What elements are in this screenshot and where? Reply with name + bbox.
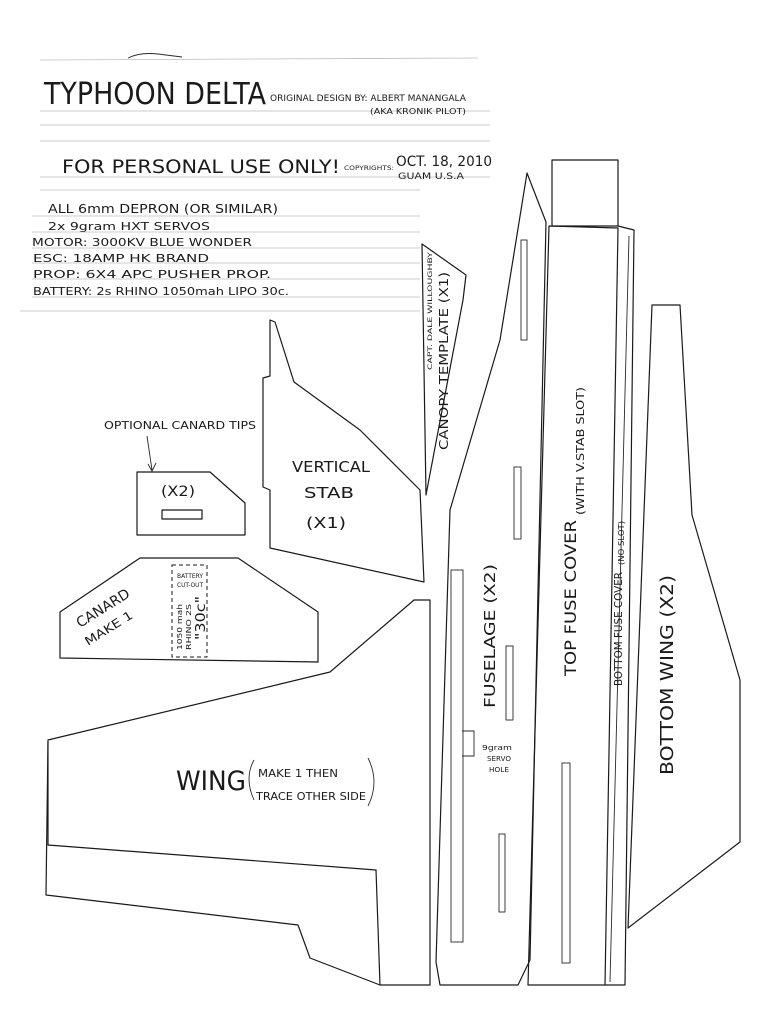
battery-spec-line1: 1050 mah bbox=[176, 604, 184, 650]
canopy-template-part: CAPT. DALE WILLOUGHBY CANOPY TEMPLATE (X… bbox=[421, 243, 467, 496]
battery-spec-line3: "30c" bbox=[194, 596, 209, 640]
copyright-date: OCT. 18, 2010 bbox=[396, 154, 492, 170]
fuselage-outline bbox=[435, 172, 547, 986]
vertical-stab-outline bbox=[262, 319, 425, 583]
wing-note-line2: TRACE OTHER SIDE bbox=[255, 790, 366, 803]
spec-motor: MOTOR: 3000KV BLUE WONDER bbox=[32, 236, 252, 249]
bottom-wing-part: BOTTOM WING (X2) bbox=[627, 304, 741, 929]
fuselage-label: FUSELAGE (X2) bbox=[481, 564, 499, 708]
canard-tips-note: OPTIONAL CANARD TIPS bbox=[104, 419, 256, 432]
vertical-stab-line1: VERTICAL bbox=[292, 458, 371, 476]
bottom-fuse-cover-part: BOTTOM FUSE COVER (NO SLOT) bbox=[604, 225, 635, 986]
canopy-outline bbox=[421, 243, 467, 496]
vertical-stab-part: VERTICAL STAB (X1) bbox=[262, 319, 425, 583]
copyright-location: GUAM U.S.A bbox=[398, 172, 464, 182]
plan-title: TYPHOON DELTA bbox=[43, 77, 266, 112]
fuselage-slot-mid bbox=[505, 645, 514, 721]
wing-outline bbox=[45, 599, 431, 986]
bottom-fuse-cover-label: BOTTOM FUSE COVER bbox=[612, 572, 625, 686]
bottom-fuse-cover-dimension bbox=[609, 235, 630, 983]
spec-prop: PROP: 6X4 APC PUSHER PROP. bbox=[33, 268, 271, 281]
servo-hole-outline bbox=[462, 730, 475, 757]
title-block: TYPHOON DELTA ORIGINAL DESIGN BY: ALBERT… bbox=[39, 53, 492, 191]
top-fuse-cover-slot bbox=[561, 762, 571, 964]
spec-esc: ESC: 18AMP HK BRAND bbox=[33, 252, 209, 265]
designer-alias: (AKA KRONIK PILOT) bbox=[370, 107, 466, 116]
canard-tip-outline bbox=[136, 471, 246, 536]
vertical-stab-line2: STAB bbox=[304, 484, 354, 502]
fuselage-part: FUSELAGE (X2) 9gram SERVO HOLE bbox=[435, 172, 547, 986]
vertical-stab-qty: (X1) bbox=[306, 514, 346, 532]
fuselage-slot-top bbox=[520, 239, 528, 341]
fuselage-slot-lower bbox=[498, 833, 506, 913]
wing-note-bracket-right bbox=[367, 757, 375, 807]
wing-part: WING MAKE 1 THEN TRACE OTHER SIDE bbox=[45, 599, 431, 986]
wing-note-line1: MAKE 1 THEN bbox=[258, 767, 338, 780]
canopy-label: CANOPY TEMPLATE (X1) bbox=[437, 272, 451, 450]
specs-list: ALL 6mm DEPRON (OR SIMILAR) 2x 9gram HXT… bbox=[20, 202, 420, 312]
servo-hole-line3: HOLE bbox=[489, 766, 509, 774]
bottom-wing-outline bbox=[627, 304, 741, 929]
top-fuse-cover-note: (WITH V.STAB SLOT) bbox=[574, 387, 587, 515]
battery-spec-line2: RHINO 2S bbox=[185, 603, 193, 650]
bottom-wing-label: BOTTOM WING (X2) bbox=[657, 575, 678, 775]
bottom-fuse-cover-outline bbox=[604, 225, 635, 986]
spec-servos: 2x 9gram HXT SERVOS bbox=[48, 221, 210, 233]
fuselage-slot-upper bbox=[513, 466, 522, 540]
canopy-credit: CAPT. DALE WILLOUGHBY bbox=[426, 252, 434, 370]
servo-hole-line1: 9gram bbox=[482, 744, 512, 752]
spec-battery: BATTERY: 2s RHINO 1050mah LIPO 30c. bbox=[33, 285, 289, 298]
canard-tips-qty: (X2) bbox=[161, 484, 195, 500]
canard-tip-slot bbox=[161, 509, 203, 520]
battery-cutout-line1: BATTERY bbox=[177, 573, 203, 580]
canard-tips-part: OPTIONAL CANARD TIPS (X2) bbox=[104, 419, 256, 536]
spec-material: ALL 6mm DEPRON (OR SIMILAR) bbox=[48, 202, 278, 216]
usage-notice: FOR PERSONAL USE ONLY! bbox=[62, 156, 340, 178]
bottom-fuse-cover-note: (NO SLOT) bbox=[617, 521, 626, 565]
copyright-label: COPYRIGHTS: bbox=[344, 164, 394, 172]
servo-hole-line2: SERVO bbox=[487, 755, 511, 763]
battery-cutout bbox=[171, 564, 208, 658]
top-fuse-cover-label: TOP FUSE COVER bbox=[561, 520, 580, 677]
canard-tips-arrow bbox=[146, 435, 157, 472]
wing-label: WING bbox=[176, 766, 246, 797]
designer-credit: ORIGINAL DESIGN BY: ALBERT MANANGALA bbox=[270, 94, 467, 104]
canard-outline bbox=[59, 557, 319, 663]
battery-cutout-line2: CUT-OUT bbox=[177, 582, 203, 589]
wing-note-bracket-left bbox=[248, 759, 255, 801]
